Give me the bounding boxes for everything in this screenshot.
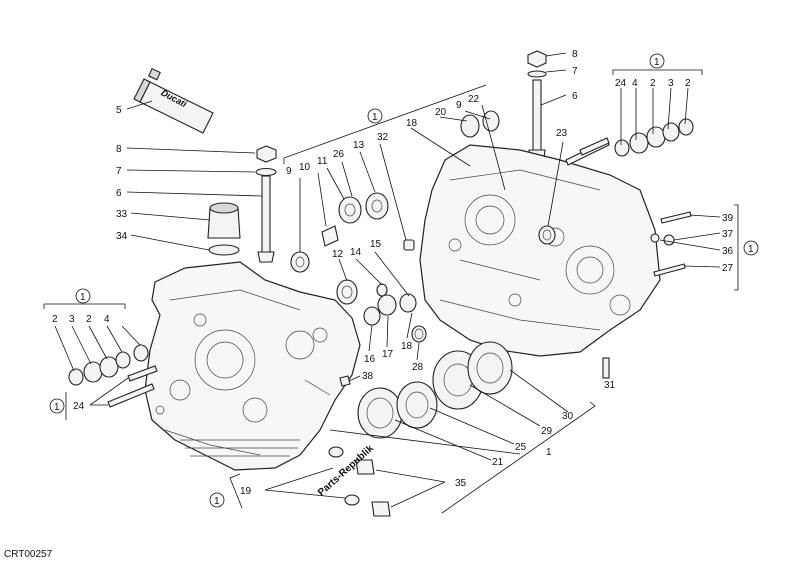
callout: 35 — [455, 478, 467, 489]
callout: 16 — [364, 354, 376, 365]
callout: 25 — [515, 442, 527, 453]
callout: 18 — [401, 341, 413, 352]
svg-text:1: 1 — [654, 57, 660, 68]
callout: 7 — [116, 166, 122, 177]
callout: 1 — [546, 447, 552, 458]
callout: 37 — [722, 229, 734, 240]
right-breather-stack — [527, 50, 547, 167]
callout: 24 — [615, 78, 627, 89]
circled-marker-left-top: 1 — [75, 288, 91, 304]
callout: 4 — [632, 78, 638, 89]
callout: 11 — [317, 156, 328, 167]
callout: 38 — [362, 371, 374, 382]
callout: 18 — [406, 118, 418, 129]
svg-text:1: 1 — [372, 112, 378, 123]
svg-text:1: 1 — [80, 292, 86, 303]
callout: 23 — [556, 128, 568, 139]
right-crankcase-half — [419, 144, 661, 357]
sealant-tube: Ducati — [133, 67, 214, 134]
callout: 19 — [240, 486, 252, 497]
callout-labels: 5 8 7 6 33 34 8 7 6 24 4 2 3 2 39 37 36 … — [52, 49, 734, 497]
circled-marker-bottom: 1 — [209, 492, 225, 508]
callout: 30 — [562, 411, 574, 422]
callout: 9 — [286, 166, 292, 177]
callout: 7 — [572, 66, 578, 77]
drain-plugs — [328, 375, 391, 517]
callout: 14 — [350, 247, 362, 258]
callout: 4 — [104, 314, 110, 325]
callout: 5 — [116, 105, 122, 116]
main-bearings — [357, 341, 513, 439]
callout: 8 — [572, 49, 578, 60]
callout: 21 — [492, 457, 504, 468]
callout: 24 — [73, 401, 85, 412]
callout: 28 — [412, 362, 424, 373]
callout: 3 — [69, 314, 75, 325]
callout: 26 — [333, 149, 345, 160]
callout: 13 — [353, 140, 365, 151]
callout: 31 — [604, 380, 616, 391]
diagram-code: CRT00257 — [4, 549, 53, 560]
callout: 2 — [685, 78, 691, 89]
callout: 15 — [370, 239, 382, 250]
callout: 3 — [668, 78, 674, 89]
callout: 10 — [299, 162, 311, 173]
circled-marker-right: 1 — [743, 240, 759, 256]
circled-marker-left: 1 — [49, 398, 65, 414]
callout: 17 — [382, 349, 394, 360]
left-crankcase-half — [144, 261, 361, 471]
callout: 29 — [541, 426, 553, 437]
callout: 22 — [468, 94, 480, 105]
callout: 6 — [572, 91, 578, 102]
callout: 33 — [116, 209, 128, 220]
callout: 20 — [435, 107, 447, 118]
parts-drawing: Ducati — [68, 50, 694, 517]
center-small-parts — [290, 110, 556, 343]
callout: 2 — [86, 314, 92, 325]
circled-marker-top-center: 1 — [367, 108, 383, 124]
callout: 9 — [456, 100, 462, 111]
callout: 2 — [52, 314, 58, 325]
callout: 39 — [722, 213, 734, 224]
circled-markers: 1 1 1 1 1 1 — [49, 53, 759, 508]
svg-text:1: 1 — [214, 496, 220, 507]
leader-lines — [43, 52, 739, 514]
callout: 32 — [377, 132, 389, 143]
left-bearing-stack — [68, 344, 158, 408]
right-bearing-stack — [565, 118, 694, 379]
left-breather-stack — [207, 145, 277, 263]
callout: 12 — [332, 249, 344, 260]
callout: 2 — [650, 78, 656, 89]
svg-text:1: 1 — [748, 244, 754, 255]
callout: 6 — [116, 188, 122, 199]
callout: 36 — [722, 246, 734, 257]
svg-text:1: 1 — [54, 402, 60, 413]
circled-marker-top-right: 1 — [649, 53, 665, 69]
callout: 34 — [116, 231, 128, 242]
callout: 27 — [722, 263, 734, 274]
callout: 8 — [116, 144, 122, 155]
